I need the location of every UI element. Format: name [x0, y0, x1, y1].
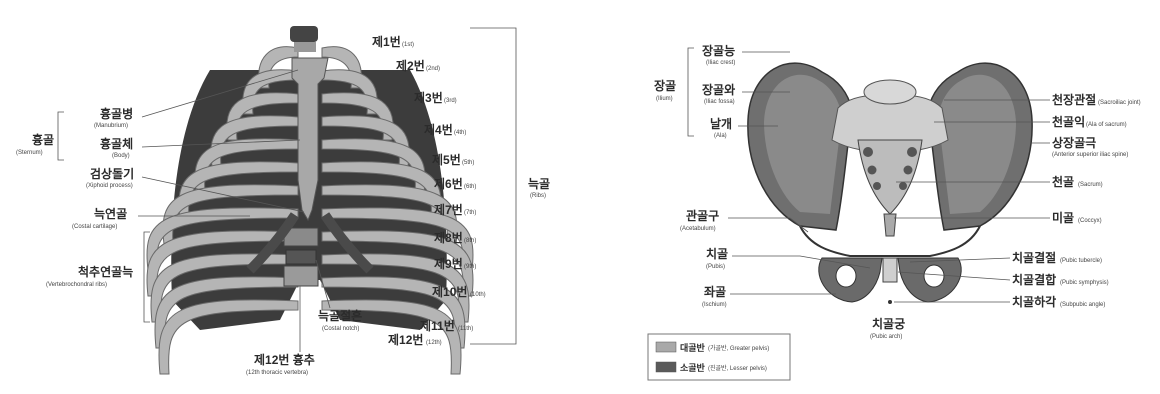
t12-label: 제12번 흉추	[254, 352, 315, 367]
ala-sub: (Ala)	[714, 133, 727, 139]
pubic-tubercle-sub: (Pubic tubercle)	[1060, 258, 1102, 264]
vertebra-top	[290, 26, 318, 42]
l1-vertebra	[284, 266, 318, 286]
ala-label: 날개	[710, 117, 732, 131]
sternum-sub: (Sternum)	[16, 150, 43, 156]
sacrum-label: 천골	[1052, 174, 1074, 189]
rib-8-sub: (8th)	[464, 238, 476, 244]
acetabulum-sub: (Acetabulum)	[680, 226, 716, 232]
sacroiliac-label: 천장관절	[1052, 92, 1096, 107]
rib-11-label: 제11번	[420, 318, 455, 333]
rib-10-sub: (10th)	[470, 292, 486, 298]
rib-2-sub: (2nd)	[426, 66, 440, 72]
sternum-bracket	[58, 112, 64, 160]
subpubic-sub: (Subpubic angle)	[1060, 302, 1105, 308]
coccyx-bone	[884, 214, 896, 236]
asis-sub: (Anterior superior iliac spine)	[1052, 152, 1128, 158]
iliac-crest-sub: (Iliac crest)	[706, 60, 735, 66]
rib-1-sub: (1st)	[402, 42, 414, 48]
vertebrochondral-sub: (Vertebrochondral ribs)	[46, 282, 107, 288]
manubrium-sub: (Manubrium)	[94, 123, 128, 129]
xiphoid-label: 검상돌기	[90, 166, 134, 181]
rib-5-label: 제5번	[432, 152, 461, 167]
iliac-crest-label: 장골능	[702, 44, 735, 58]
ilium-bracket	[688, 48, 694, 136]
rib-2-label: 제2번	[396, 58, 425, 73]
iliac-fossa-sub: (Iliac fossa)	[704, 99, 735, 105]
rib-4-label: 제4번	[424, 122, 453, 137]
rib-10-label: 제10번	[432, 284, 467, 299]
acetabulum-label: 관골구	[686, 208, 719, 223]
iliac-fossa-label: 장골와	[702, 82, 735, 97]
ribs-sub: (Ribs)	[530, 193, 546, 199]
costal-cartilage-sub: (Costal cartilage)	[72, 224, 117, 230]
pubic-arch-sub: (Pubic arch)	[870, 334, 902, 340]
vertebrochondral-label: 척추연골늑	[78, 264, 133, 279]
t12-sub: (12th thoracic vertebra)	[246, 370, 308, 376]
pubis-sub: (Pubis)	[706, 264, 725, 270]
ala-sacrum-sub: (Ala of sacrum)	[1086, 122, 1127, 128]
vertebra-neck	[294, 42, 316, 52]
rib-12-sub: (12th)	[426, 340, 442, 346]
pubis-label: 치골	[706, 246, 728, 261]
ala-sacrum-label: 천골익	[1052, 114, 1085, 129]
rib-12-label: 제12번	[388, 332, 423, 347]
l5-vertebra	[864, 80, 916, 104]
pubic-symphysis-bone	[883, 258, 897, 282]
legend-greater-label: 대골반	[680, 342, 706, 353]
costal-notch-sub: (Costal notch)	[322, 326, 359, 332]
rib-11-sub: (11th)	[458, 326, 473, 332]
rib-5-sub: (5th)	[462, 160, 474, 166]
coccyx-label: 미골	[1052, 210, 1074, 225]
rib-8-label: 제8번	[434, 230, 463, 245]
pelvis-illustration	[748, 63, 1032, 304]
rib-7-label: 제7번	[434, 202, 463, 217]
t12-vertebra	[286, 250, 316, 264]
obturator-left	[836, 265, 856, 287]
subpubic-label: 치골하각	[1012, 294, 1056, 309]
rib-3-sub: (3rd)	[444, 98, 457, 104]
rib-9-label: 제9번	[434, 256, 463, 271]
costal-cartilage-label: 늑연골	[94, 206, 127, 221]
subpubic-point	[888, 300, 892, 304]
asis-label: 상장골극	[1052, 135, 1096, 150]
pelvis-legend: 대골반 (가골반, Greater pelvis) 소골반 (진골반, Less…	[648, 334, 790, 380]
sacroiliac-sub: (Sacroiliac joint)	[1098, 100, 1141, 106]
ischium-label: 좌골	[704, 284, 726, 299]
obturator-right	[924, 265, 944, 287]
legend-greater-sub: (가골반, Greater pelvis)	[708, 344, 769, 352]
legend-swatch-greater	[656, 342, 676, 352]
costal-notch-label: 늑골절흔	[318, 308, 362, 323]
manubrium-label: 흉골병	[100, 106, 133, 121]
ilium-label: 장골	[654, 79, 676, 93]
rib-6-sub: (6th)	[464, 184, 476, 190]
legend-swatch-lesser	[656, 362, 676, 372]
xiphoid-sub: (Xiphoid process)	[86, 183, 133, 189]
rib-1-label: 제1번	[372, 34, 401, 49]
rib-6-label: 제6번	[434, 176, 463, 191]
pubic-arch-label: 치골궁	[872, 316, 905, 331]
ribs-label: 늑골	[528, 177, 550, 191]
ischium-sub: (Ischium)	[702, 302, 727, 308]
legend-box	[648, 334, 790, 380]
sacrum-sub: (Sacrum)	[1078, 182, 1103, 188]
rib-9-sub: (9th)	[464, 264, 476, 270]
rib-4-sub: (4th)	[454, 130, 466, 136]
legend-lesser-label: 소골반	[680, 362, 706, 373]
pubic-symphysis-label: 치골결합	[1012, 272, 1056, 287]
legend-lesser-sub: (진골반, Lesser pelvis)	[708, 364, 767, 372]
body-sub: (Body)	[112, 153, 130, 159]
sternum-label: 흉골	[32, 132, 54, 147]
body-label: 흉골체	[100, 136, 133, 151]
coccyx-sub: (Coccyx)	[1078, 218, 1102, 224]
pubic-tubercle-label: 치골결절	[1012, 250, 1056, 265]
rib-7-sub: (7th)	[464, 210, 476, 216]
pubic-symphysis-sub: (Pubic symphysis)	[1060, 280, 1109, 286]
rib-3-label: 제3번	[414, 90, 443, 105]
ilium-sub: (Ilium)	[656, 96, 673, 102]
